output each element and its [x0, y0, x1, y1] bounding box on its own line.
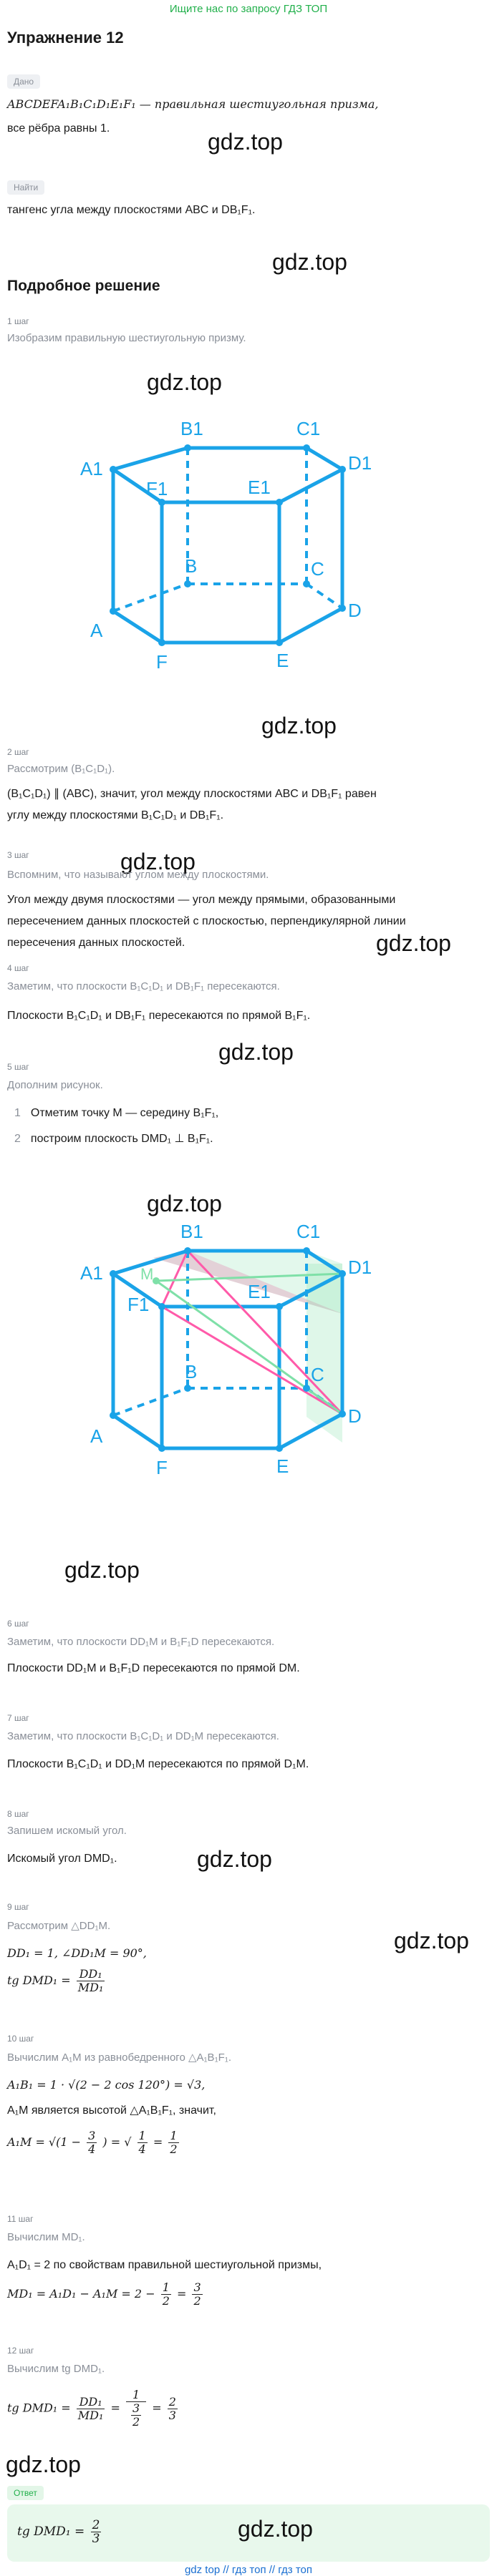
- step-formula: DD₁ = 1, ∠DD₁M = 90°,: [7, 1946, 147, 1960]
- step-text: пересечения данных плоскостей.: [7, 937, 185, 949]
- label-c: C: [311, 558, 324, 580]
- step-label: 9 шаг: [7, 1902, 29, 1912]
- list-num: 2: [14, 1133, 21, 1145]
- label-f: F: [156, 651, 168, 673]
- label-d: D: [348, 600, 362, 621]
- answer-badge: Ответ: [7, 2486, 44, 2500]
- label-a: A: [90, 620, 103, 641]
- watermark: gdz.top: [394, 1928, 469, 1953]
- label-a1: A1: [80, 458, 103, 479]
- step-label: 1 шаг: [7, 316, 29, 326]
- step-text: A₁M является высотой △A₁B₁F₁, значит,: [7, 2104, 216, 2117]
- exercise-title: Упражнение 12: [7, 29, 124, 47]
- step-text: пересечением данных плоскостей с плоскос…: [7, 915, 406, 927]
- label-b1: B1: [180, 418, 203, 439]
- label-c1: C1: [296, 1221, 320, 1242]
- label-b1: B1: [180, 1221, 203, 1242]
- prism-figure-2: A1 B1 C1 D1 E1 F1 A B C D E F M: [80, 1221, 372, 1478]
- step-label: 3 шаг: [7, 850, 29, 860]
- label-b: B: [185, 555, 197, 577]
- watermark: gdz.top: [272, 249, 347, 275]
- step-intro: Заметим, что плоскости DD₁M и B₁F₁D пере…: [7, 1636, 275, 1648]
- step-label: 6 шаг: [7, 1619, 29, 1629]
- step-label: 5 шаг: [7, 1062, 29, 1072]
- step-text: (B₁C₁D₁) ∥ (ABC), значит, угол между пло…: [7, 788, 377, 800]
- step-label: 12 шаг: [7, 2346, 34, 2356]
- step-text: A₁D₁ = 2 по свойствам правильной шестиуг…: [7, 2259, 322, 2271]
- watermark: gdz.top: [197, 1846, 272, 1872]
- step-label: 11 шаг: [7, 2214, 34, 2224]
- step-text: Плоскости B₁C₁D₁ и DB₁F₁ пересекаются по…: [7, 1010, 311, 1022]
- label-c1: C1: [296, 418, 320, 439]
- watermark: gdz.top: [147, 1191, 222, 1216]
- given-badge: Дано: [7, 74, 41, 89]
- watermark: gdz.top: [238, 2516, 313, 2542]
- solution-title: Подробное решение: [7, 278, 160, 294]
- list-item: Отметим точку M — середину B₁F₁,: [30, 1107, 219, 1119]
- watermark: gdz.top: [208, 129, 283, 155]
- label-f1: F1: [127, 1294, 149, 1315]
- step-label: 7 шаг: [7, 1713, 29, 1723]
- step-intro: Запишем искомый угол.: [7, 1825, 127, 1837]
- label-f: F: [156, 1457, 168, 1478]
- watermark: gdz.top: [147, 369, 222, 395]
- watermark: gdz.top: [376, 930, 451, 956]
- step-label: 2 шаг: [7, 747, 29, 757]
- step-intro: Дополним рисунок.: [7, 1079, 103, 1091]
- step-text: Плоскости B₁C₁D₁ и DD₁M пересекаются по …: [7, 1758, 309, 1770]
- step-formula: A₁B₁ = 1 · √(2 − 2 cos 120°) = √3,: [7, 2078, 206, 2092]
- label-f1: F1: [146, 478, 168, 499]
- label-m: M: [140, 1265, 153, 1283]
- step-text: Плоскости DD₁M и B₁F₁D пересекаются по п…: [7, 1662, 300, 1674]
- step-label: 8 шаг: [7, 1809, 29, 1819]
- label-d1: D1: [348, 1257, 372, 1278]
- step-intro: Вспомним, что называют углом между плоск…: [7, 869, 269, 881]
- step-text: Угол между двумя плоскостями — угол межд…: [7, 894, 396, 906]
- step-label: 10 шаг: [7, 2034, 34, 2044]
- prism-figure-1: A1 B1 C1 D1 E1 F1 A B C D E F: [80, 418, 372, 673]
- label-b: B: [185, 1361, 197, 1382]
- footer-links[interactable]: gdz top // гдз топ // гдз топ: [184, 2564, 313, 2576]
- label-c: C: [311, 1364, 324, 1385]
- given-text: ABCDEFA₁B₁C₁D₁E₁F₁ — правильная шестиуго…: [7, 97, 379, 111]
- step-intro: Вычислим tg DMD₁.: [7, 2363, 105, 2375]
- watermark: gdz.top: [218, 1039, 294, 1065]
- label-a1: A1: [80, 1262, 103, 1284]
- label-d: D: [348, 1405, 362, 1427]
- watermark: gdz.top: [6, 2451, 81, 2477]
- step-label: 4 шаг: [7, 963, 29, 973]
- step-text: Искомый угол DMD₁.: [7, 1853, 117, 1865]
- label-a: A: [90, 1425, 103, 1447]
- label-e1: E1: [248, 1281, 271, 1302]
- step-intro: Заметим, что плоскости B₁C₁D₁ и DB₁F₁ пе…: [7, 980, 280, 992]
- step-text: углу между плоскостями B₁C₁D₁ и DB₁F₁.: [7, 809, 224, 821]
- label-e1: E1: [248, 477, 271, 498]
- find-text: тангенс угла между плоскостями ABC и DB₁…: [7, 204, 256, 216]
- given-text-2: все рёбра равны 1.: [7, 122, 110, 135]
- header-link[interactable]: Ищите нас по запросу ГДЗ ТОП: [169, 3, 328, 15]
- label-e: E: [276, 1455, 289, 1477]
- list-num: 1: [14, 1107, 21, 1119]
- label-e: E: [276, 650, 289, 671]
- watermark: gdz.top: [261, 713, 337, 738]
- label-d1: D1: [348, 452, 372, 474]
- step-intro: Рассмотрим △DD₁M.: [7, 1920, 111, 1932]
- step-intro: Заметим, что плоскости B₁C₁D₁ и DD₁M пер…: [7, 1730, 279, 1742]
- watermark: gdz.top: [64, 1557, 140, 1583]
- step-intro: Изобразим правильную шестиугольную призм…: [7, 332, 246, 344]
- watermark: gdz.top: [120, 849, 196, 874]
- find-badge: Найти: [7, 180, 45, 195]
- list-item: построим плоскость DMD₁ ⊥ B₁F₁.: [30, 1133, 213, 1145]
- step-intro: Вычислим MD₁.: [7, 2231, 85, 2243]
- step-intro: Вычислим A₁M из равнобедренного △A₁B₁F₁.: [7, 2051, 232, 2064]
- step-intro: Рассмотрим (B₁C₁D₁).: [7, 763, 115, 775]
